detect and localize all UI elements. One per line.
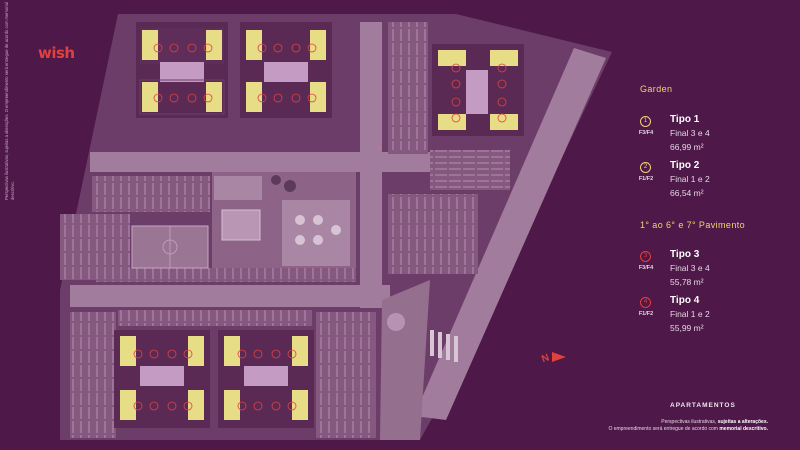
internal-road-vertical [360,22,382,308]
footer-line2-plain: O empreendimento será entregue de acordo… [608,425,720,432]
unit-type: Tipo 4 [670,295,700,306]
unit-final: Final 1 e 2 [670,309,710,319]
parking-top-east [388,150,428,154]
parking-lower-left [70,312,116,438]
unit-type: Tipo 3 [670,249,700,260]
access-road [414,48,606,420]
north-arrow-icon: N [540,352,566,365]
footer-line1-bold: sujeitas a alterações. [717,419,768,425]
internal-road-lower [70,285,390,307]
legend-entry-tipo-3: 3 F3/F4 Tipo 3 Final 3 e 4 55,78 m² [638,249,790,291]
building-d [114,330,210,428]
unit-number-badge: 4 [640,297,651,308]
building-a [136,22,228,118]
unit-legend: Garden 1 F3/F4 Tipo 1 Final 3 e 4 66,99 … [638,84,790,341]
unit-final: Final 3 e 4 [670,263,710,273]
building-e [218,330,314,428]
parking-east [388,194,478,274]
brand-logo: wish [38,44,75,62]
apartamentos-label: APARTAMENTOS [670,402,736,409]
unit-area: 55,78 m² [670,277,704,287]
unit-number-badge: 3 [640,251,651,262]
unit-type: Tipo 1 [670,114,700,125]
garden-title: Garden [640,84,673,94]
legend-entry-tipo-4: 4 F1/F2 Tipo 4 Final 1 e 2 55,99 m² [638,295,790,337]
compass-letter: N [540,352,551,365]
parking-west [92,176,210,212]
footer-line1-plain: Perspectivas ilustrativas, [661,419,718,425]
swimming-pool [221,209,261,241]
floor-code: F3/F4 [638,265,654,271]
unit-area: 55,99 m² [670,323,704,333]
pavimento-title: 1° ao 6° e 7° Pavimento [640,220,746,230]
floor-code: F1/F2 [638,176,654,182]
parking-northeast [430,150,510,190]
building-c [432,44,524,136]
parking-lower-right [316,312,376,438]
parking-north [388,22,428,150]
unit-area: 66,54 m² [670,188,704,198]
unit-final: Final 3 e 4 [670,128,710,138]
unit-number-badge: 2 [640,162,651,173]
unit-number-badge: 1 [640,116,651,127]
legend-entry-tipo-2: 2 F1/F2 Tipo 2 Final 1 e 2 66,54 m² [638,160,790,202]
unit-final: Final 1 e 2 [670,174,710,184]
parking-center-south [96,268,356,282]
floor-code: F1/F2 [638,311,654,317]
footer-line2-bold: memorial descritivo. [719,425,768,432]
gym-block [214,176,262,200]
parking-lower-mid [118,310,312,326]
footer-disclaimer: Perspectivas ilustrativas, sujeitas a al… [608,419,768,432]
unit-type: Tipo 2 [670,160,700,171]
building-b [240,22,332,118]
internal-road-horizontal [90,152,430,172]
floor-code: F3/F4 [638,130,654,136]
roundabout [387,313,405,331]
unit-area: 66,99 m² [670,142,704,152]
crosswalk [430,330,458,362]
legend-entry-tipo-1: 1 F3/F4 Tipo 1 Final 3 e 4 66,99 m² [638,114,790,156]
